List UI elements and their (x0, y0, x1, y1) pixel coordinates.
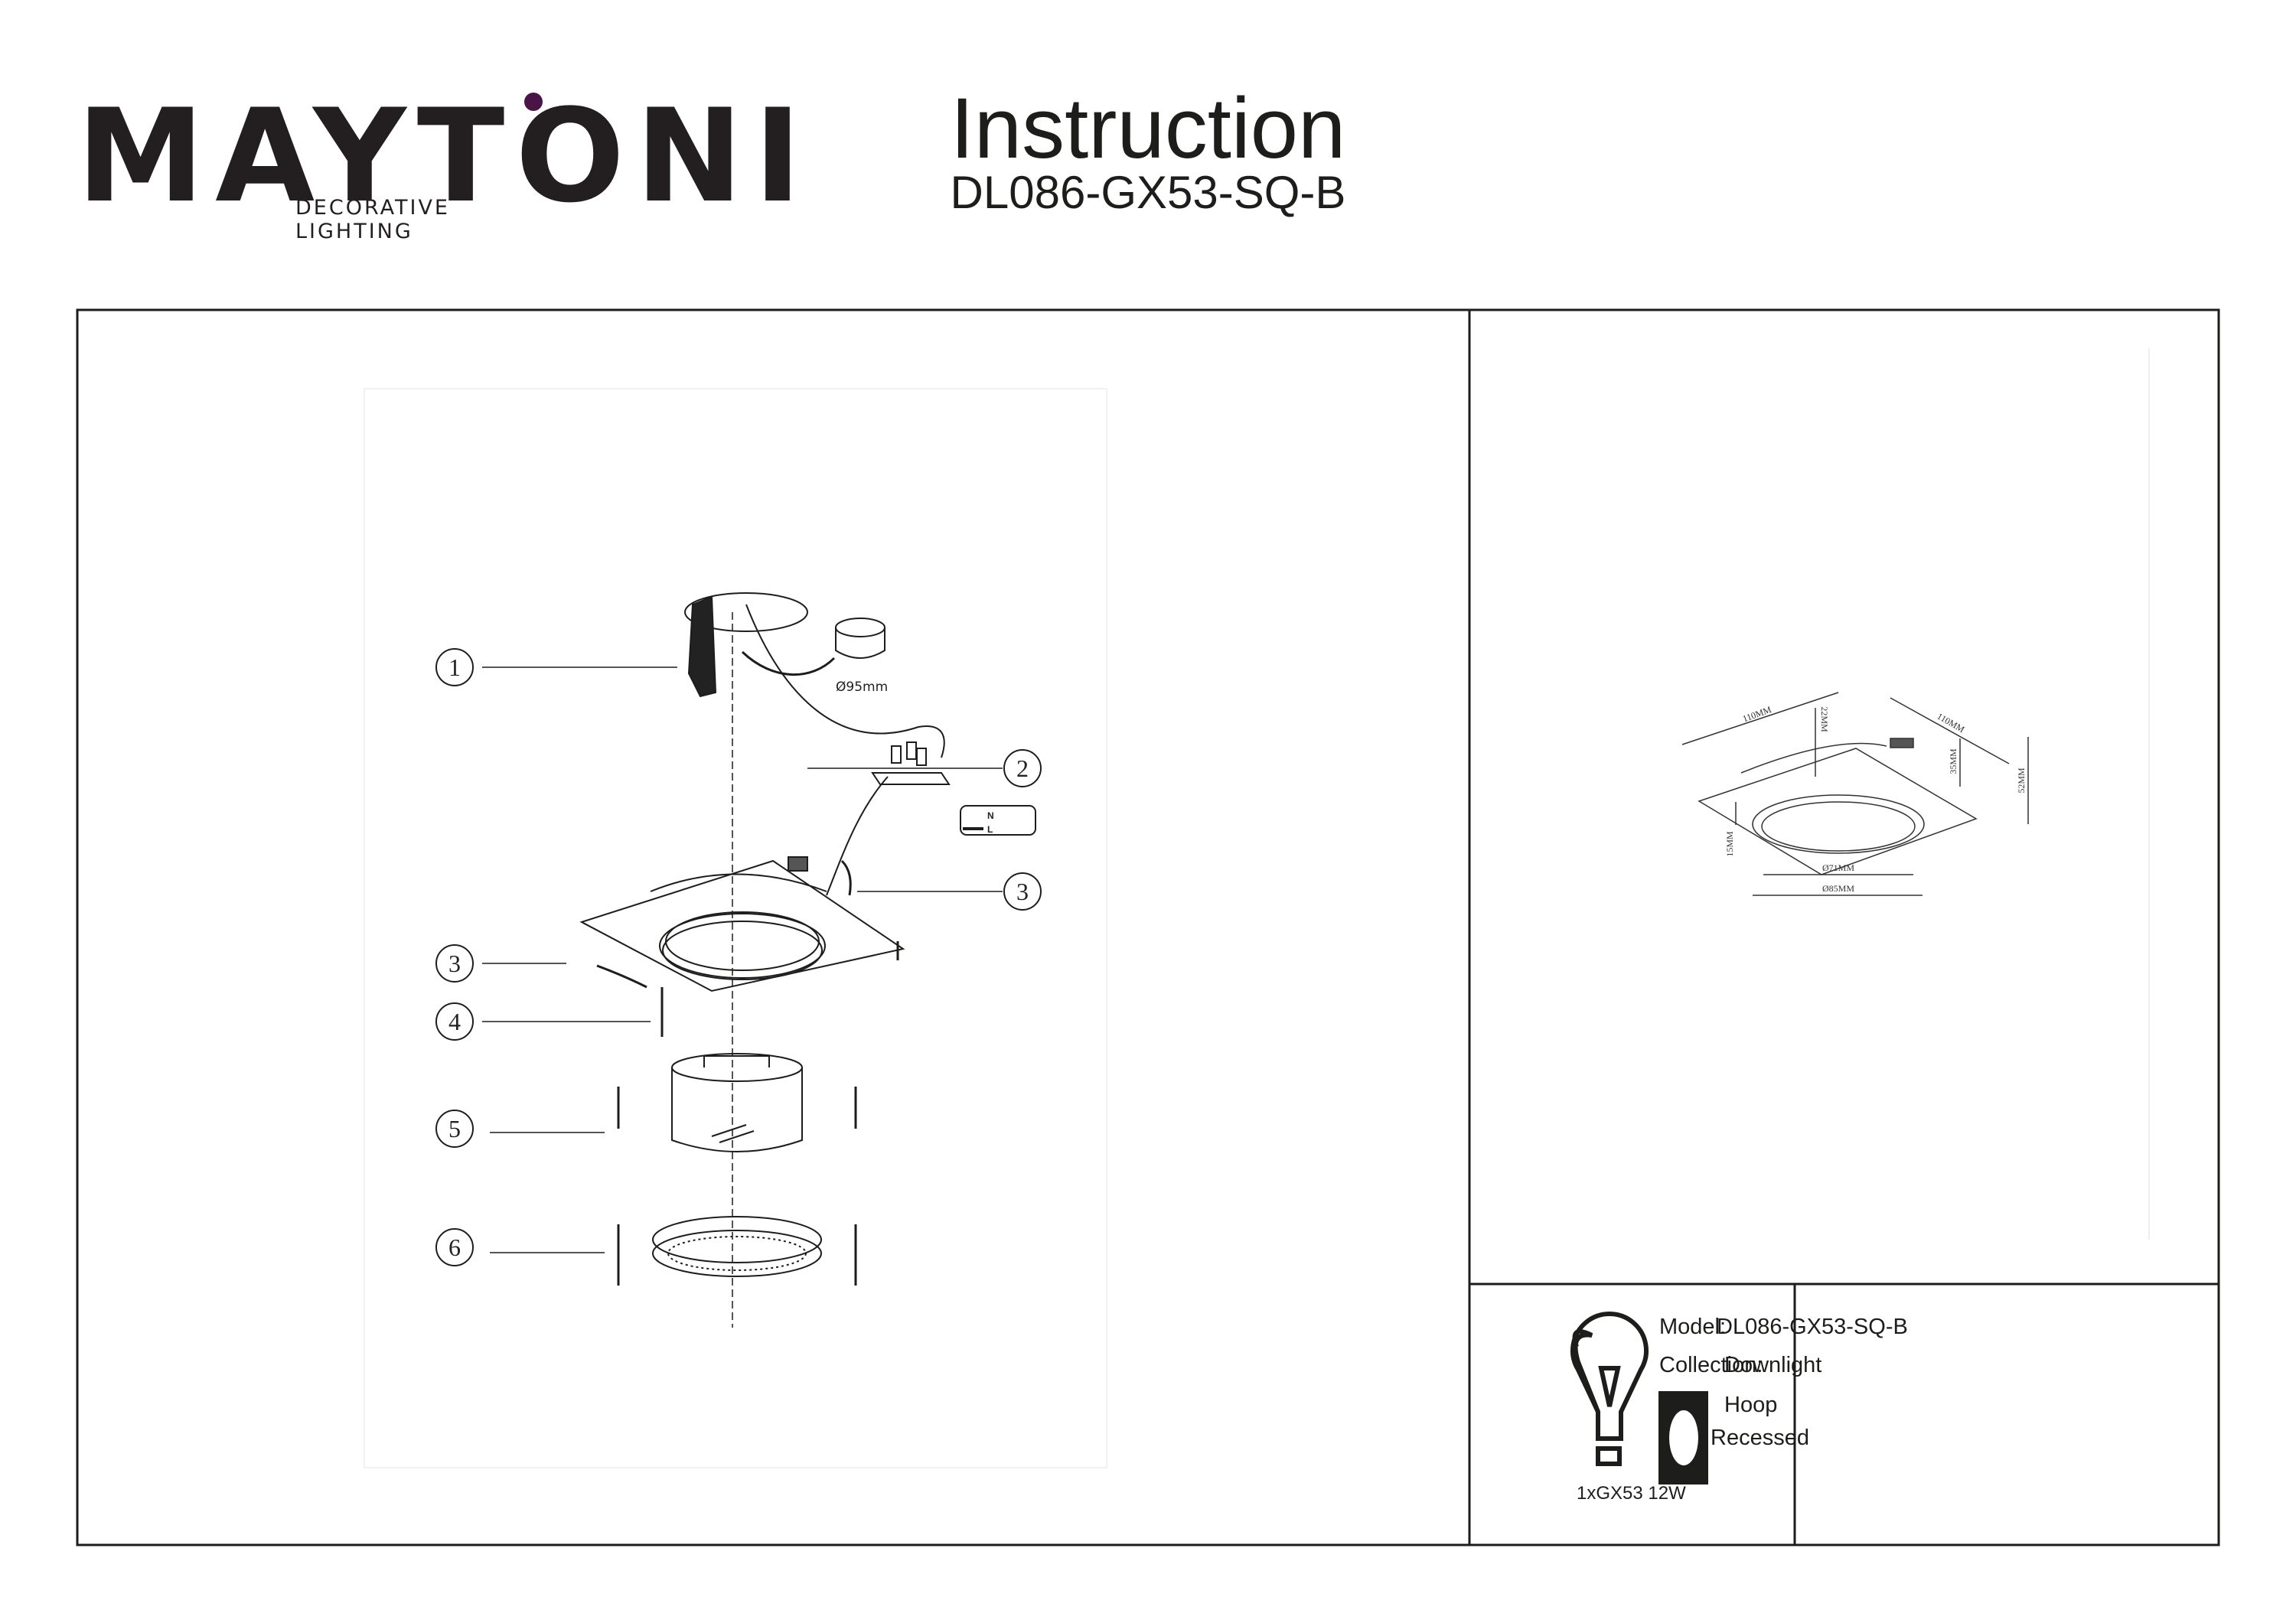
step-2: 2 (1016, 754, 1029, 782)
dim-visible-height: 15MM (1724, 831, 1735, 857)
dim-total-height: 52MM (2016, 768, 2027, 794)
step-4: 4 (448, 1008, 461, 1035)
step-callouts: 1 2 3 3 4 5 6 (435, 648, 1042, 1266)
step-3-spring: 3 (448, 950, 461, 977)
collection-value: Downlight (1724, 1353, 1822, 1377)
model-code-heading: DL086-GX53-SQ-B (950, 167, 1346, 218)
dim-width-left: 110MM (1741, 704, 1773, 725)
step-3-clip: 3 (1016, 878, 1029, 905)
dim-clip-height: 35MM (1948, 748, 1958, 774)
model-value: DL086-GX53-SQ-B (1717, 1315, 1908, 1339)
step-6: 6 (448, 1234, 461, 1261)
installation-diagram: Ø95mm N L (435, 592, 1042, 1328)
ceiling-hole (684, 592, 808, 632)
dim-top-height: 22MM (1819, 706, 1830, 732)
terminal-block (871, 741, 951, 785)
page-title: Instruction (950, 80, 1346, 176)
step-1: 1 (448, 653, 461, 681)
page-frame (76, 308, 2220, 1546)
step-5: 5 (448, 1115, 461, 1142)
hole-saw-size: Ø95mm (836, 680, 888, 695)
logo-dot (524, 93, 543, 111)
round-shape-icon (1658, 1391, 1708, 1484)
lamp-spec: 1xGX53 12W (1577, 1483, 1686, 1504)
gx53-lamp (671, 1053, 803, 1152)
square-plate (579, 856, 905, 992)
dimension-drawing: 110MM 22MM 110MM 35MM 52MM 15MM Ø71MM Ø8… (1681, 692, 2029, 896)
logo-wordmark: MAYTONI (77, 81, 813, 231)
wiring-legend: N L (960, 805, 1036, 836)
shape-label: Hoop (1724, 1393, 1778, 1417)
logo-tagline: DECORATIVE LIGHTING (295, 196, 450, 243)
callout-leaders (482, 666, 1003, 1253)
diagram-area (364, 388, 1107, 1468)
saw-icon (687, 595, 717, 698)
model-label: Model: (1659, 1315, 1727, 1339)
collection-label: Collection: (1659, 1353, 1763, 1377)
mount-type-label: Recessed (1711, 1426, 1809, 1450)
direction-arrows (596, 859, 899, 1286)
dim-outer-diameter: Ø85MM (1822, 883, 1854, 894)
live-label: L (987, 824, 993, 835)
cable (745, 604, 945, 758)
hole-saw-icon (835, 618, 885, 659)
trim-ring (652, 1216, 822, 1277)
neutral-label: N (987, 810, 994, 821)
bulb-icon (1570, 1312, 1649, 1466)
dim-inner-diameter: Ø71MM (1822, 862, 1854, 873)
